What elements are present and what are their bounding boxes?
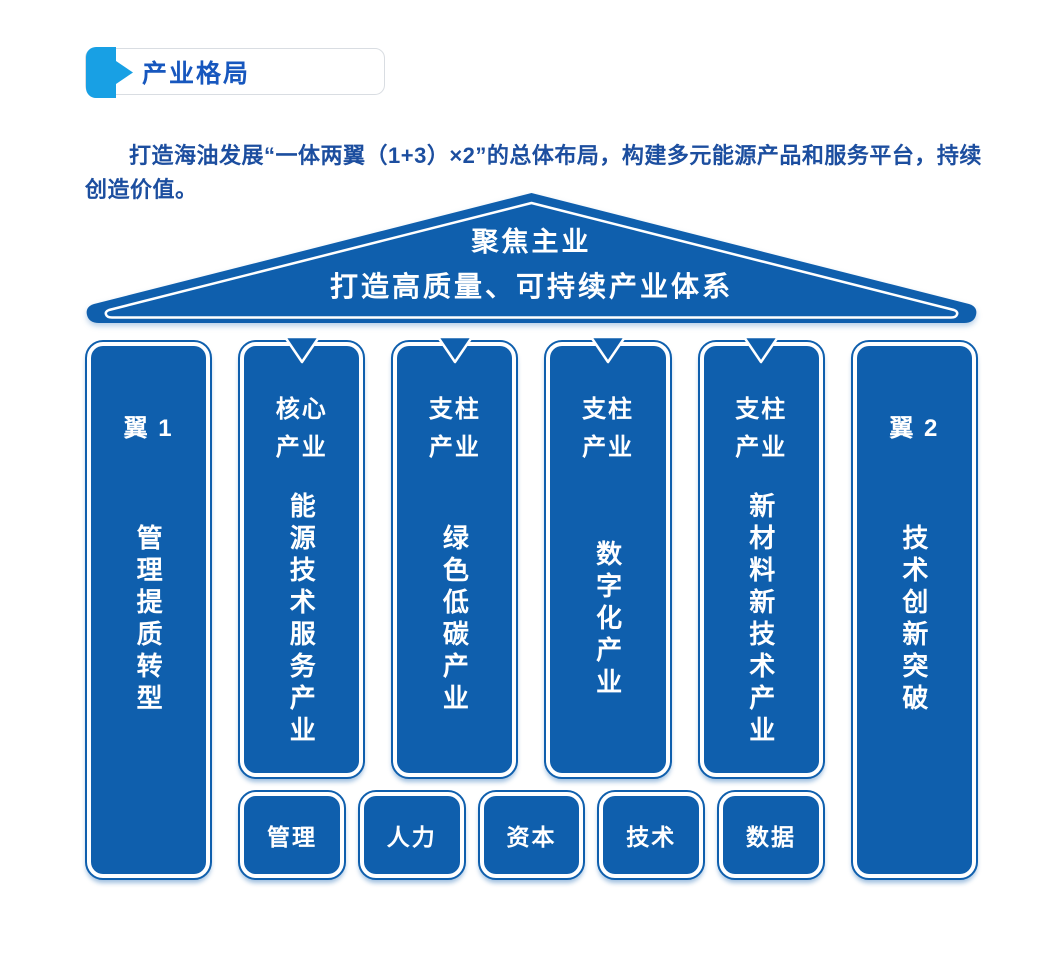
pillar-industry-digital: 支柱产业 数字化产业 [544,335,672,779]
pillar-label: 翼 1 [123,415,174,442]
foundation-label: 人力 [363,796,460,874]
roof-subheadline: 打造高质量、可持续产业体系 [329,271,733,302]
pillar-label: 支柱产业 [428,396,481,461]
foundation-label: 管理 [244,796,340,874]
pillar-core-industry: 核心产业 能源技术服务产业 [238,335,366,779]
arrow-down-icon [742,335,780,364]
pillar-body-text: 能源技术服务产业 [286,492,317,748]
foundation-label: 技术 [603,796,700,874]
pillar-body-text: 数字化产业 [592,540,623,700]
pillar-label: 支柱产业 [735,396,788,461]
section-title: 产业格局 [142,59,251,88]
foundation-box-hr: 人力 [357,790,466,880]
foundation-box-management: 管理 [238,790,346,880]
roof-shape [86,193,977,323]
pillar-label: 核心产业 [275,396,328,461]
foundation-box-technology: 技术 [597,790,706,880]
foundation-box-capital: 资本 [477,790,586,880]
pillar-wing-2: 翼 2 技术创新突破 [850,340,978,880]
pillar-industry-new-materials: 支柱产业 新材料新技术产业 [697,335,825,779]
foundation-label: 资本 [483,796,580,874]
foundation-label: 数据 [723,796,819,874]
pillar-body-text: 绿色低碳产业 [439,524,470,716]
pillar-label: 支柱产业 [582,396,635,461]
bookmark-arrow-icon [86,47,133,98]
section-header-badge: 产业格局 [85,47,385,98]
pillar-wing-1: 翼 1 管理提质转型 [85,340,213,880]
arrow-down-icon [436,335,474,364]
pillars-grid: 翼 1 管理提质转型 核心产业 能源技术服务产业 支柱产业 绿色低碳产业 [85,335,978,880]
foundation-box-data: 数据 [717,790,825,880]
arrow-down-icon [589,335,627,364]
pillar-body-text: 技术创新突破 [898,524,929,716]
arrow-down-icon [283,335,320,364]
foundation-row: 管理 人力 资本 技术 数据 [238,790,825,880]
intro-paragraph: 打造海油发展“一体两翼（1+3）×2”的总体布局，构建多元能源产品和服务平台，持… [85,143,982,202]
pillar-body-text: 管理提质转型 [133,524,164,716]
roof-headline: 聚焦主业 [471,227,592,257]
pillar-label: 翼 2 [889,415,940,442]
pillar-body-text: 新材料新技术产业 [745,492,776,748]
pillar-industry-green: 支柱产业 绿色低碳产业 [391,335,519,779]
roof-banner: 聚焦主业 打造高质量、可持续产业体系 [85,192,978,325]
